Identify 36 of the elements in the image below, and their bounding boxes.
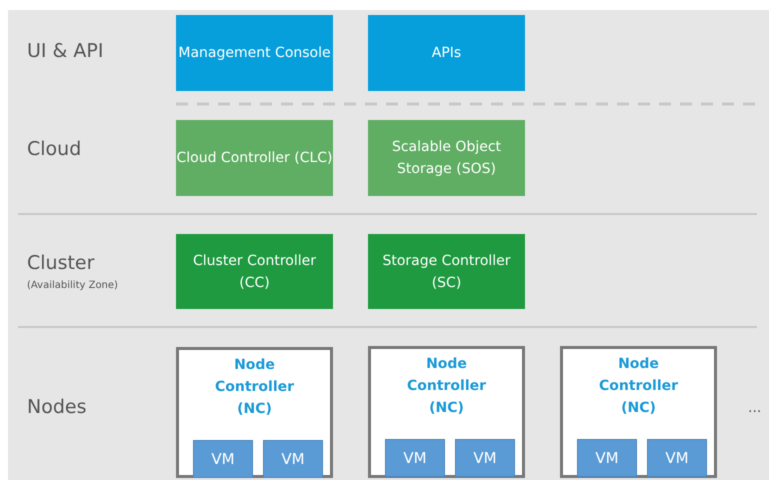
- interface-box: [176, 15, 333, 91]
- node-title: Node Controller (NC): [406, 355, 488, 418]
- box-label: VM: [281, 449, 305, 470]
- layer-note: (Availability Zone): [27, 280, 118, 291]
- vm-box: [455, 439, 515, 477]
- cloud-service-box: [368, 120, 525, 196]
- ellipsis: ...: [748, 400, 762, 416]
- cluster-service-box: [368, 234, 525, 309]
- box-label: Management Console: [178, 44, 331, 63]
- box-label: VM: [595, 448, 619, 469]
- box-label: Scalable Object Storage (SOS): [390, 138, 502, 179]
- box-label: Cloud Controller (CLC): [176, 149, 333, 168]
- box-label: Storage Controller (SC): [381, 252, 512, 292]
- vm-box: [577, 439, 637, 477]
- cloud-service-box: [176, 120, 333, 196]
- layer-label: Nodes: [27, 396, 86, 418]
- vm-box: [385, 439, 445, 477]
- node-title: Node Controller (NC): [214, 356, 296, 419]
- layer-label: Cloud: [27, 138, 82, 160]
- vm-box: [193, 440, 253, 478]
- box-label: Cluster Controller (CC): [192, 252, 317, 292]
- vm-box: [263, 440, 323, 478]
- vm-box: [647, 439, 707, 477]
- box-label: VM: [665, 448, 689, 469]
- box-label: APIs: [432, 44, 462, 63]
- box-label: VM: [403, 448, 427, 469]
- box-label: VM: [473, 448, 497, 469]
- node-controller-box: [176, 347, 333, 478]
- node-controller-box: [368, 346, 525, 478]
- layer-label: UI & API: [27, 40, 104, 62]
- node-controller-box: [560, 346, 717, 478]
- box-label: VM: [211, 449, 235, 470]
- layer-label: Cluster: [27, 252, 94, 274]
- cluster-service-box: [176, 234, 333, 309]
- interface-box: [368, 15, 525, 91]
- node-title: Node Controller (NC): [598, 355, 680, 418]
